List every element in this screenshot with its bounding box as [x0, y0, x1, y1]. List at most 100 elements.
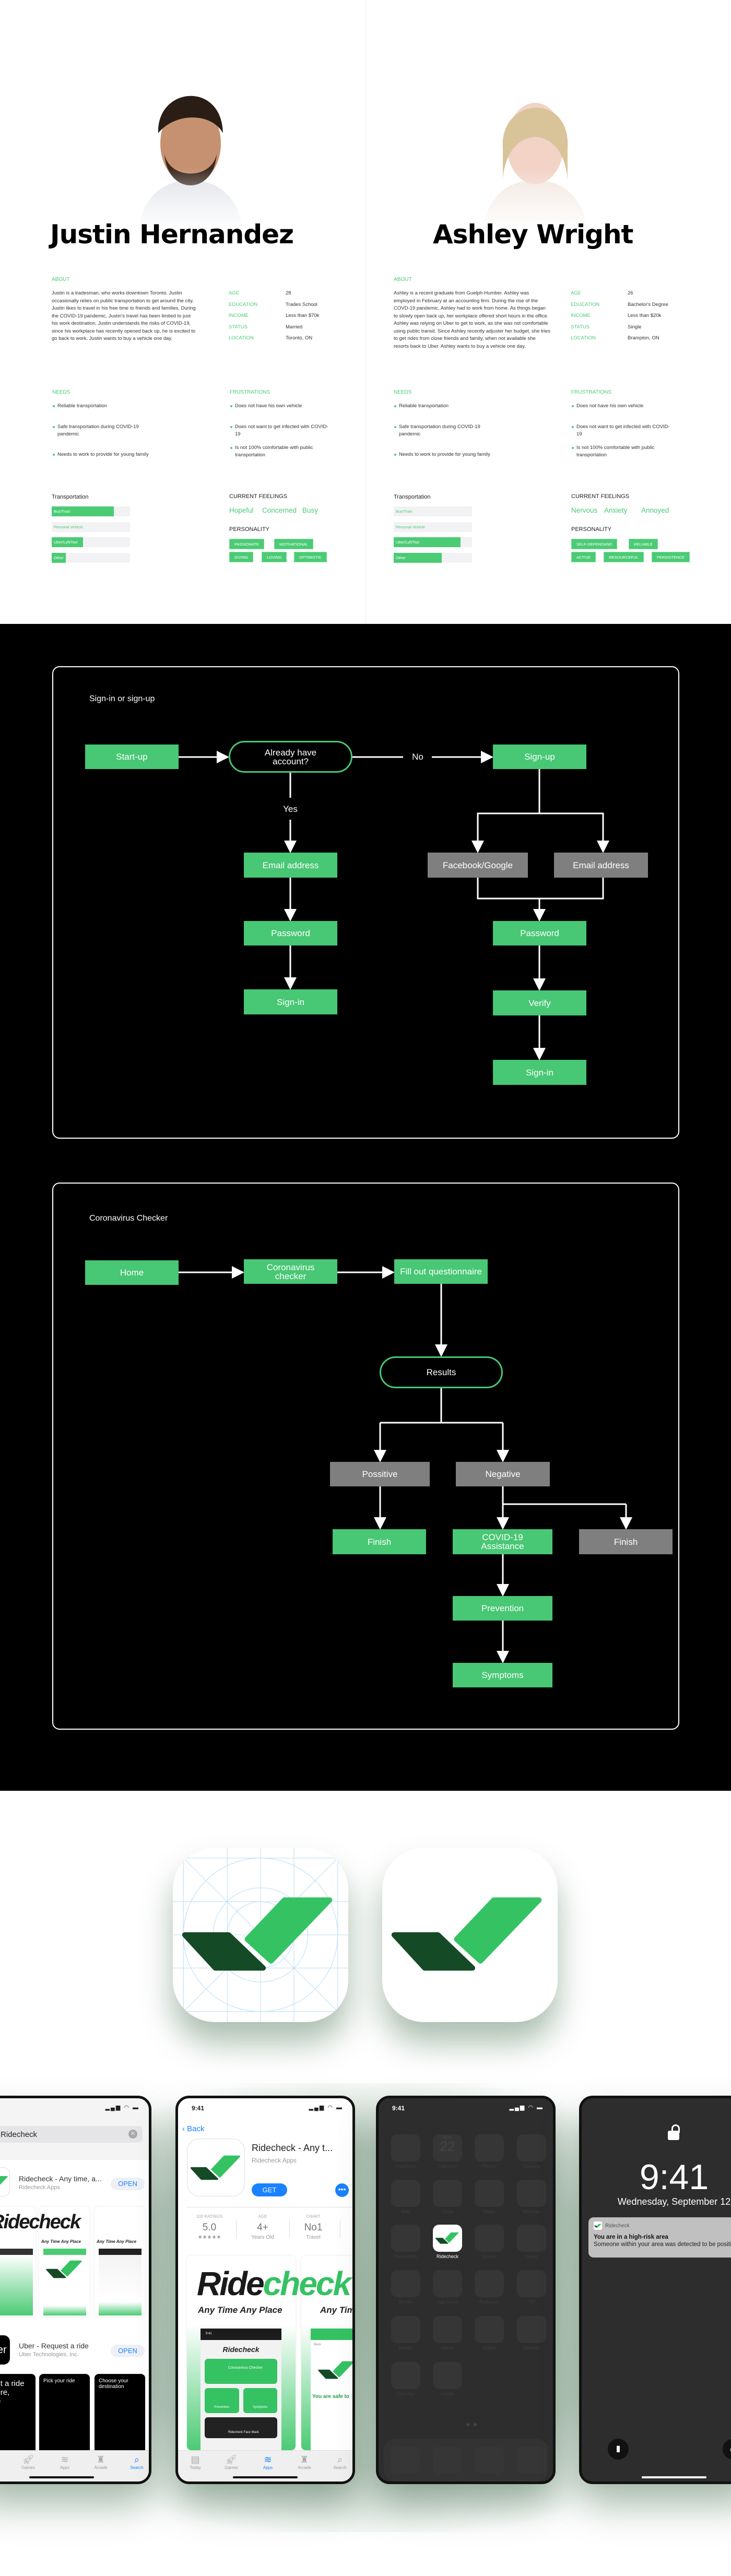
- open-button[interactable]: OPEN: [111, 2345, 145, 2357]
- result-title[interactable]: Uber - Request a ride: [19, 2342, 89, 2350]
- home-indicator: [642, 2476, 706, 2478]
- tab-search[interactable]: ⌕Search: [121, 2454, 149, 2470]
- app-icon-facetime[interactable]: [391, 2134, 420, 2161]
- app-icon-stocks[interactable]: [475, 2225, 504, 2252]
- personality-tag: MOTIVATIONAL: [274, 539, 313, 549]
- feeling-word: Nervous: [571, 506, 598, 514]
- app-icon-folder[interactable]: [433, 2362, 462, 2389]
- safari-app-icon[interactable]: [433, 2447, 462, 2474]
- flashlight-icon[interactable]: ▮: [608, 2439, 629, 2460]
- attribute-value: Bachelor's Degree: [628, 301, 668, 308]
- app-icon-tv[interactable]: [517, 2270, 546, 2297]
- needs-label: NEEDS: [394, 389, 412, 395]
- layers-icon: ≋: [264, 2454, 272, 2465]
- app-icon-photos[interactable]: [475, 2134, 504, 2161]
- back-button[interactable]: ‹ Back: [182, 2124, 205, 2133]
- result-app-icon[interactable]: [0, 2167, 10, 2196]
- app-label: Mail: [401, 2209, 410, 2214]
- stat-sub: Ri: [332, 2235, 352, 2240]
- app-icon-app-store[interactable]: [433, 2270, 462, 2297]
- feeling-word: Annoyed: [641, 506, 669, 514]
- uber-screenshot[interactable]: Request a ride anywhere, anytime: [0, 2374, 36, 2463]
- search-input[interactable]: Ridecheck ✕: [0, 2126, 143, 2143]
- feeling-word: Busy: [302, 506, 319, 514]
- tab-apps[interactable]: ≋Apps: [49, 2454, 80, 2470]
- node-covid-assistance: COVID-19 Assistance: [453, 1529, 552, 1554]
- more-options-icon[interactable]: •••: [335, 2183, 349, 2197]
- get-button[interactable]: GET: [252, 2183, 287, 2196]
- need-item: Needs to work to provide for young famil…: [394, 451, 493, 458]
- stat-sub: Years Old: [251, 2235, 274, 2240]
- attribute-value: Toronto, ON: [286, 335, 313, 341]
- tab-today[interactable]: ▤Today: [180, 2454, 211, 2470]
- app-icon-clock[interactable]: [433, 2180, 462, 2207]
- wordmark-text: Ridecheck: [0, 2211, 81, 2233]
- camera-icon[interactable]: ◉: [723, 2439, 731, 2460]
- tab-arcade[interactable]: ♜Arcade: [289, 2454, 320, 2470]
- personality-heading: PERSONALITY: [229, 526, 270, 533]
- tab-label: Apps: [60, 2465, 70, 2470]
- dock: [384, 2439, 548, 2482]
- stat-divider: [289, 2219, 290, 2238]
- uber-screenshot[interactable]: Choose your destination: [95, 2374, 145, 2463]
- unlock-shackle: [671, 2124, 680, 2133]
- attribute-label: AGE: [229, 290, 240, 296]
- stat-label: AGE: [258, 2214, 267, 2219]
- app-icon-your-app[interactable]: [391, 2362, 420, 2389]
- app-icon-mail[interactable]: [391, 2180, 420, 2207]
- app-icon-maps[interactable]: [475, 2180, 504, 2207]
- app-icon-news[interactable]: [517, 2225, 546, 2252]
- uber-screenshot[interactable]: Pick your ride: [39, 2374, 90, 2463]
- transport-bar: Uber/Lyft/Taxi: [394, 537, 472, 547]
- music-app-icon[interactable]: [517, 2447, 546, 2474]
- user-flows-section: Sign-in or sign-up Start-up Already have…: [0, 624, 731, 1791]
- app-label: Your App: [396, 2391, 416, 2396]
- persona-name: Justin Hernandez: [50, 219, 294, 250]
- app-label: Settings: [523, 2345, 540, 2350]
- app-icon-settings[interactable]: [517, 2316, 546, 2343]
- tab-search[interactable]: ⌕Search: [324, 2454, 352, 2470]
- clear-search-icon[interactable]: ✕: [128, 2130, 137, 2138]
- tab-arcade[interactable]: ♜Arcade: [85, 2454, 116, 2470]
- frustration-item: Does not have his own vehicle: [571, 403, 670, 410]
- about-text: Justin is a tradesman, who works downtow…: [52, 290, 196, 341]
- open-button[interactable]: OPEN: [111, 2178, 145, 2190]
- node-decision-have-account: Already have account?: [229, 741, 352, 773]
- app-icon-reminders[interactable]: [391, 2225, 420, 2252]
- notification[interactable]: Ridecheck You are in a high-risk area So…: [588, 2217, 731, 2258]
- transport-bar-fill: [52, 506, 114, 516]
- app-icon-ridecheck[interactable]: [433, 2225, 462, 2252]
- tab-games[interactable]: 🚀︎Games: [13, 2454, 44, 2470]
- status-bar-icons: ▂▄▆ ◠ ▬: [309, 2105, 343, 2111]
- app-icon-weather[interactable]: [517, 2180, 546, 2207]
- uber-app-icon[interactable]: Uber: [0, 2335, 10, 2365]
- node-fill-out-questionnaire: Fill out questionnaire: [394, 1259, 488, 1284]
- personality-tag: RESOURCEFUL: [604, 552, 644, 562]
- phone-app-icon[interactable]: [391, 2447, 420, 2474]
- transport-label: Personal Vehicle: [54, 524, 83, 529]
- messages-app-icon[interactable]: [475, 2447, 504, 2474]
- checker-flow-frame: Coronavirus Checker Home Coronavirus che…: [52, 1183, 679, 1730]
- app-icon-wallet[interactable]: [475, 2316, 504, 2343]
- app-icon-camera[interactable]: [517, 2134, 546, 2161]
- app-icon-books[interactable]: [391, 2270, 420, 2297]
- tab-apps[interactable]: ≋Apps: [252, 2454, 284, 2470]
- app-icon-health[interactable]: [391, 2316, 420, 2343]
- attribute-label: EDUCATION: [229, 301, 258, 308]
- ridecheck-logo-icon: [382, 1848, 558, 2022]
- node-finish: Finish: [333, 1529, 426, 1554]
- node-email-address-signup: Email address: [554, 853, 648, 878]
- today-icon: ▤: [191, 2454, 200, 2465]
- phone-app-store-search: ▂▄▆ ◠ ▬ Ridecheck ✕ Ridecheck - Any time…: [0, 2096, 151, 2484]
- frustrations-label: FRUSTRATIONS: [571, 389, 612, 395]
- transport-bar: Uber/Lyft/Taxi: [52, 537, 130, 547]
- app-icon-home[interactable]: [433, 2316, 462, 2343]
- attribute-value: Brampton, ON: [628, 335, 659, 341]
- tab-games[interactable]: 🚀︎Games: [216, 2454, 247, 2470]
- signin-flow-connectors: [179, 751, 609, 1060]
- app-icon-podcasts[interactable]: [475, 2270, 504, 2297]
- transport-label: Other: [396, 555, 406, 560]
- mock-checker-card: Coronavirus Checker: [205, 2359, 277, 2384]
- result-title[interactable]: Ridecheck - Any time, a...: [19, 2175, 102, 2183]
